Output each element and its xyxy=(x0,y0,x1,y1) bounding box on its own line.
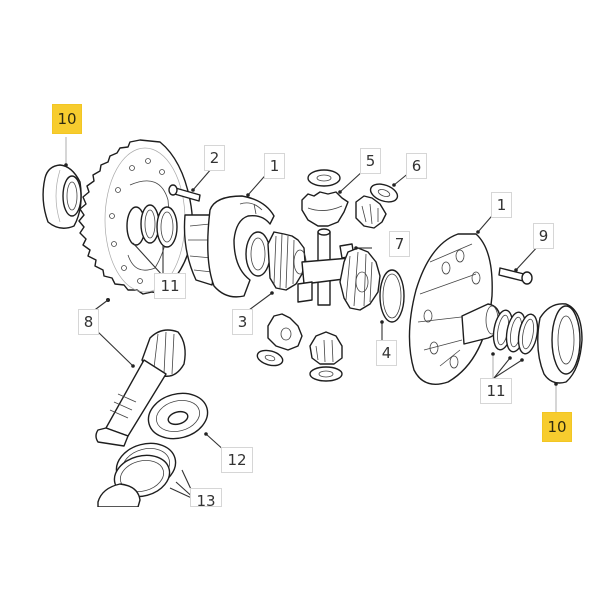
callout-text: 8 xyxy=(83,313,94,331)
callout-text: 11 xyxy=(486,382,506,400)
callout-6-washer[interactable]: 6 xyxy=(406,153,427,179)
bolt-right-part xyxy=(498,267,533,285)
bolt-part xyxy=(168,184,201,202)
shims-right-part xyxy=(492,309,539,355)
bearing-right-part xyxy=(537,303,583,384)
side-gear-left-part xyxy=(267,231,307,291)
callout-4-thrust-washer[interactable]: 4 xyxy=(376,340,397,366)
callout-7-cross-shaft[interactable]: 7 xyxy=(389,231,410,257)
callout-10-bearing-left[interactable]: 10 xyxy=(52,104,82,134)
callout-text: 2 xyxy=(209,149,220,167)
callout-text: 9 xyxy=(538,227,549,245)
callout-text: 5 xyxy=(365,152,376,170)
callout-13-pinion-shims[interactable]: 13 xyxy=(190,488,222,507)
callout-text: 1 xyxy=(496,196,507,214)
shims-pinion-part xyxy=(97,442,177,508)
callout-8-ring-pinion[interactable]: 8 xyxy=(78,309,99,335)
callout-text: 1 xyxy=(269,157,280,175)
pinion-shaft-part xyxy=(95,329,186,447)
bearing-pinion-part xyxy=(147,392,209,440)
callout-10-bearing-right[interactable]: 10 xyxy=(542,412,572,442)
callout-2-bolt[interactable]: 2 xyxy=(204,145,225,171)
callout-11-shims-left[interactable]: 11 xyxy=(154,273,186,299)
callout-9-bolt[interactable]: 9 xyxy=(533,223,554,249)
callout-11-shims-right[interactable]: 11 xyxy=(480,378,512,404)
callout-1-case-right[interactable]: 1 xyxy=(491,192,512,218)
case-half-left-part xyxy=(183,195,275,298)
shims-left-part xyxy=(126,204,178,248)
bearing-left-part xyxy=(42,164,82,229)
cross-shaft-part xyxy=(297,228,355,306)
pinion-gear-bottom-part xyxy=(256,313,343,382)
callout-text: 10 xyxy=(547,418,567,436)
callout-text: 7 xyxy=(394,235,405,253)
callout-12-pinion-bearing[interactable]: 12 xyxy=(221,447,253,473)
callout-text: 4 xyxy=(381,344,392,362)
callout-5-pinion-gear[interactable]: 5 xyxy=(360,148,381,174)
callout-text: 10 xyxy=(57,110,77,128)
callout-3-side-gear[interactable]: 3 xyxy=(232,309,253,335)
callout-text: 3 xyxy=(237,313,248,331)
callout-text: 13 xyxy=(196,492,216,507)
callout-1-case-left[interactable]: 1 xyxy=(264,153,285,179)
thrust-washer-part xyxy=(379,269,405,323)
case-half-right-part xyxy=(408,233,501,385)
blank-area xyxy=(0,507,600,600)
pinion-gear-top-part xyxy=(301,169,399,229)
callout-text: 6 xyxy=(411,157,422,175)
side-gear-right-part xyxy=(339,247,381,311)
callout-text: 11 xyxy=(160,277,180,295)
callout-text: 12 xyxy=(227,451,247,469)
